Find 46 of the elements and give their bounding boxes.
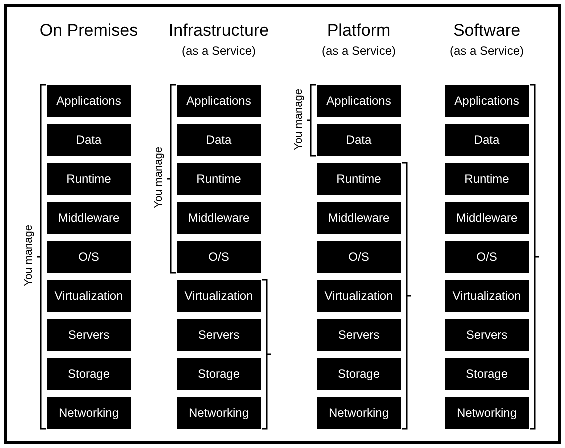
layer-box: Virtualization	[47, 280, 131, 312]
layer-box: Data	[177, 124, 261, 156]
layer-box: Servers	[47, 319, 131, 351]
layer-box: Virtualization	[317, 280, 401, 312]
layer-box: Networking	[47, 397, 131, 429]
layer-box: Middleware	[47, 202, 131, 234]
bracket-label: You manage	[23, 225, 35, 286]
layer-box: Networking	[317, 397, 401, 429]
layer-box: Storage	[445, 358, 529, 390]
layer-box: Servers	[317, 319, 401, 351]
layer-box: Runtime	[177, 163, 261, 195]
layer-box: O/S	[177, 241, 261, 273]
layer-box: Runtime	[445, 163, 529, 195]
column-title: On Premises	[38, 21, 140, 41]
layer-box: Runtime	[47, 163, 131, 195]
layer-box: Middleware	[445, 202, 529, 234]
layer-box: Applications	[177, 85, 261, 117]
layer-box: Servers	[177, 319, 261, 351]
layer-box: Applications	[47, 85, 131, 117]
column-subtitle: (as a Service)	[320, 44, 398, 58]
layer-box: O/S	[445, 241, 529, 273]
column-title: Infrastructure	[168, 21, 270, 41]
column-subtitle: (as a Service)	[180, 44, 258, 58]
layer-box: Applications	[445, 85, 529, 117]
layer-box: Storage	[317, 358, 401, 390]
layer-box: Storage	[177, 358, 261, 390]
layer-box: O/S	[47, 241, 131, 273]
layer-box: Data	[47, 124, 131, 156]
layer-box: Storage	[47, 358, 131, 390]
layer-box: Virtualization	[177, 280, 261, 312]
layer-box: Networking	[445, 397, 529, 429]
layer-box: Servers	[445, 319, 529, 351]
column-subtitle: (as a Service)	[448, 44, 526, 58]
layer-box: Virtualization	[445, 280, 529, 312]
layer-box: O/S	[317, 241, 401, 273]
layer-box: Data	[445, 124, 529, 156]
bracket-label: You manage	[293, 88, 305, 150]
layer-box: Middleware	[177, 202, 261, 234]
column-title: Platform	[326, 21, 392, 41]
column-title: Software	[452, 21, 522, 41]
layer-box: Networking	[177, 397, 261, 429]
layer-box: Middleware	[317, 202, 401, 234]
bracket-label: You manage	[153, 147, 165, 208]
layer-box: Runtime	[317, 163, 401, 195]
layer-box: Data	[317, 124, 401, 156]
layer-box: Applications	[317, 85, 401, 117]
